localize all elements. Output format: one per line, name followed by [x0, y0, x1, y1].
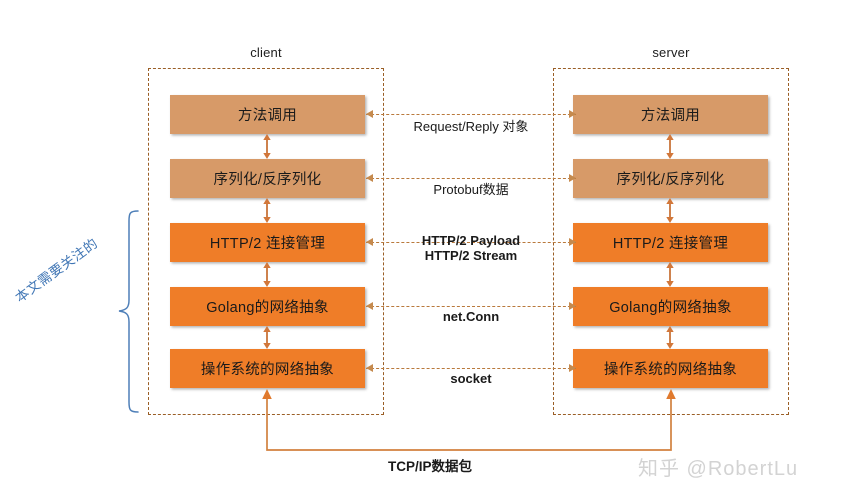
arrow-right-icon-0 [569, 109, 576, 118]
link-label-line: HTTP/2 Payload [421, 233, 521, 248]
client-layer-method-call: 方法调用 [170, 95, 365, 134]
link-label-netconn: net.Conn [366, 309, 576, 324]
arrow-right-icon-3 [569, 301, 576, 310]
peer-link-line-1 [366, 178, 576, 179]
peer-link-line-4 [366, 368, 576, 369]
client-layer-http2: HTTP/2 连接管理 [170, 223, 365, 262]
link-label-http2: HTTP/2 Payload HTTP/2 Stream [366, 233, 576, 263]
tcp-ip-label: TCP/IP数据包 [387, 459, 472, 474]
peer-link-line-3 [366, 306, 576, 307]
link-label-line: HTTP/2 Stream [424, 248, 518, 263]
client-vertical-arrow-2 [263, 262, 271, 287]
link-label-request-reply: Request/Reply 对象 [366, 119, 576, 134]
client-layer-serialize: 序列化/反序列化 [170, 159, 365, 198]
arrow-right-icon-1 [569, 173, 576, 182]
server-vertical-arrow-2 [666, 262, 674, 287]
link-label-protobuf: Protobuf数据 [366, 182, 576, 197]
link-label-line: net.Conn [442, 309, 500, 324]
arrow-right-icon-2 [569, 237, 576, 246]
arrow-left-icon-0 [366, 109, 373, 118]
server-column-title: server [652, 45, 690, 60]
focus-brace-icon [118, 210, 139, 413]
peer-link-line-0 [366, 114, 576, 115]
link-label-line: Protobuf数据 [433, 182, 509, 197]
server-layer-golang-net: Golang的网络抽象 [573, 287, 768, 326]
client-boundary [148, 68, 384, 415]
arrow-left-icon-1 [366, 173, 373, 182]
client-vertical-arrow-1 [263, 198, 271, 223]
server-layer-os-net: 操作系统的网络抽象 [573, 349, 768, 388]
link-label-line: Request/Reply 对象 [413, 119, 529, 134]
client-layer-golang-net: Golang的网络抽象 [170, 287, 365, 326]
arrow-left-icon-2 [366, 237, 373, 246]
watermark: 知乎 @RobertLu [638, 458, 799, 480]
server-layer-method-call: 方法调用 [573, 95, 768, 134]
server-vertical-arrow-3 [666, 326, 674, 349]
arrow-left-icon-3 [366, 301, 373, 310]
link-label-socket: socket [366, 371, 576, 386]
server-vertical-arrow-0 [666, 134, 674, 159]
server-vertical-arrow-1 [666, 198, 674, 223]
server-layer-serialize: 序列化/反序列化 [573, 159, 768, 198]
client-vertical-arrow-0 [263, 134, 271, 159]
client-layer-os-net: 操作系统的网络抽象 [170, 349, 365, 388]
client-vertical-arrow-3 [263, 326, 271, 349]
peer-link-line-2 [366, 242, 576, 243]
server-layer-http2: HTTP/2 连接管理 [573, 223, 768, 262]
arrow-left-icon-4 [366, 363, 373, 372]
link-label-line: socket [450, 371, 492, 386]
client-column-title: client [250, 45, 282, 60]
arrow-right-icon-4 [569, 363, 576, 372]
